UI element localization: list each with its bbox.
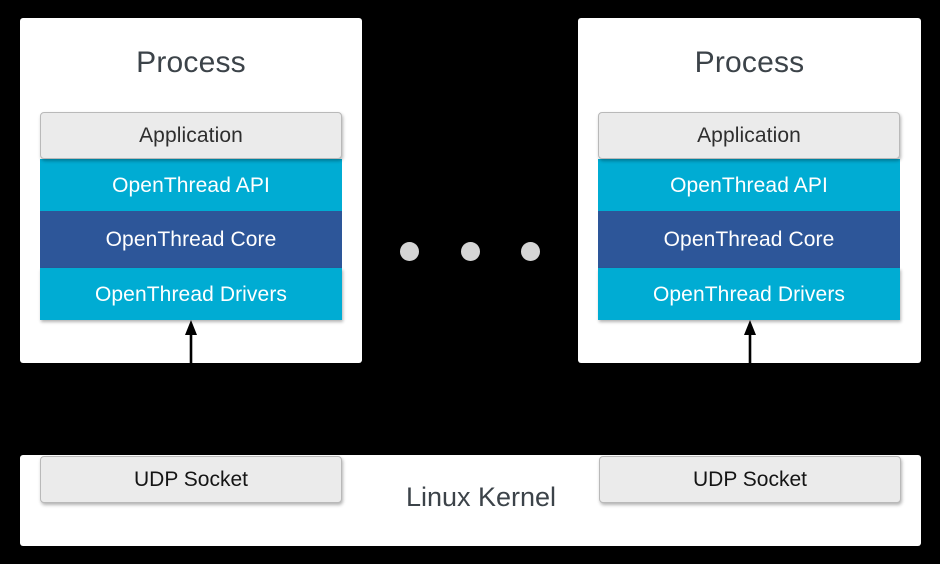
layer-openthread-api-right: OpenThread API [598, 159, 900, 211]
udp-socket-right: UDP Socket [599, 456, 901, 503]
arrow-up-icon-right [743, 320, 757, 365]
arrow-up-icon-left [184, 320, 198, 365]
layer-openthread-drivers-right: OpenThread Drivers [598, 268, 900, 320]
layer-openthread-core-left: OpenThread Core [40, 211, 342, 268]
linux-kernel-band: UDP Socket Linux Kernel UDP Socket [20, 455, 921, 546]
process-box-right: Process Application OpenThread API OpenT… [578, 18, 921, 363]
layer-openthread-core-right: OpenThread Core [598, 211, 900, 268]
three-dots-icon [400, 241, 540, 261]
layer-openthread-api-left: OpenThread API [40, 159, 342, 211]
dot-3 [521, 241, 540, 261]
linux-kernel-label: Linux Kernel [405, 482, 557, 512]
process-box-left: Process Application OpenThread API OpenT… [20, 18, 362, 363]
layer-stack-left: Application OpenThread API OpenThread Co… [40, 112, 342, 320]
process-title-left: Process [136, 46, 246, 79]
layer-stack-right: Application OpenThread API OpenThread Co… [598, 112, 900, 320]
process-title-right: Process [694, 46, 805, 79]
dot-2 [460, 241, 480, 261]
layer-application-left: Application [40, 112, 342, 159]
udp-socket-left: UDP Socket [40, 456, 342, 503]
dot-1 [400, 241, 419, 261]
layer-application-right: Application [598, 112, 900, 159]
layer-openthread-drivers-left: OpenThread Drivers [40, 268, 342, 320]
